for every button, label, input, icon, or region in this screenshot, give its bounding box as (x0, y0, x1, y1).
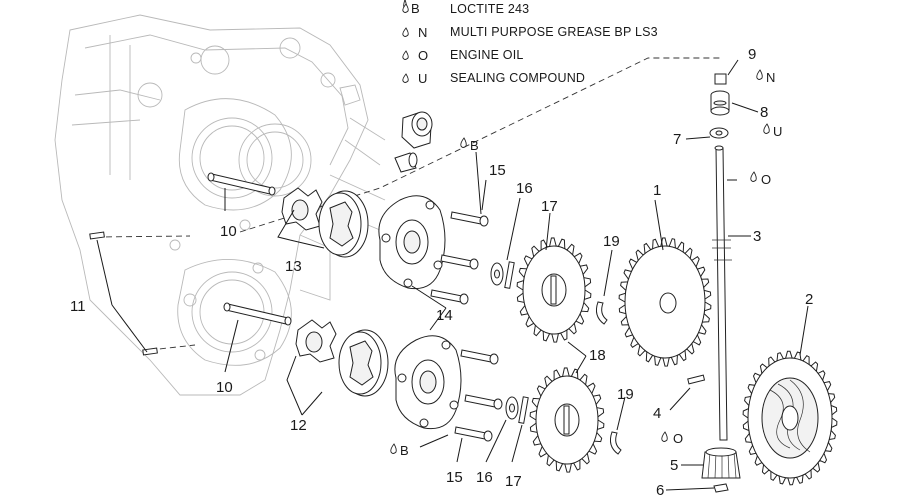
callout-17: 17 (541, 198, 558, 215)
svg-text:O: O (761, 172, 771, 187)
part-8-bushing (710, 90, 730, 116)
legend-row-u: U SEALING COMPOUND (402, 71, 585, 86)
shaft-lower (223, 302, 292, 326)
gear-lower (529, 367, 605, 473)
callout-15: 15 (446, 469, 463, 486)
legend-label: MULTI PURPOSE GREASE BP LS3 (450, 25, 658, 39)
part-4-pin (687, 374, 706, 385)
callout-9: 9 (748, 46, 756, 63)
part-6-clip (713, 483, 729, 493)
legend-row-o: O ENGINE OIL (402, 48, 524, 63)
drop-icon: N (756, 69, 775, 85)
part-9-cap (714, 73, 727, 85)
callout-16: 16 (516, 180, 533, 197)
callout-18: 18 (589, 347, 606, 364)
circlip (596, 301, 622, 455)
callout-14: 14 (436, 307, 453, 324)
part-5-pinion (701, 447, 741, 479)
legend-row-b: B LOCTITE 243 (402, 0, 529, 16)
callout-19: 19 (603, 233, 620, 250)
gear-drive-2 (742, 350, 838, 486)
svg-text:U: U (773, 124, 782, 139)
drop-icon: B (390, 443, 409, 458)
callout-4: 4 (653, 405, 661, 422)
legend-code: B (411, 1, 420, 16)
screws-lower (454, 349, 503, 442)
legend-row-n: N MULTI PURPOSE GREASE BP LS3 (402, 25, 658, 40)
svg-text:O: O (673, 431, 683, 446)
callout-10: 10 (220, 223, 237, 240)
pump-cover-upper (378, 195, 446, 290)
callouts: 9 8 7 1 3 2 4 5 6 10 10 11 12 13 14 15 1… (70, 46, 813, 499)
svg-text:N: N (766, 70, 775, 85)
inner-rotor-lower (295, 319, 337, 363)
drop-icon: B (460, 137, 479, 153)
legend-code: N (418, 25, 427, 40)
legend-code: U (418, 71, 427, 86)
drop-icon: O (661, 431, 683, 446)
leader-lines (96, 59, 809, 491)
shaft-upper (207, 172, 276, 196)
pump-cover-lower (394, 335, 462, 430)
callout-7: 7 (673, 131, 681, 148)
dowel-pin (89, 231, 158, 356)
callout-13: 13 (285, 258, 302, 275)
outer-rotor-lower (338, 329, 389, 397)
callout-15: 15 (489, 162, 506, 179)
outer-rotor-upper (318, 190, 369, 258)
callout-5: 5 (670, 457, 678, 474)
washer-upper (490, 261, 515, 289)
callout-19: 19 (617, 386, 634, 403)
callout-12: 12 (290, 417, 307, 434)
legend-label: ENGINE OIL (450, 48, 524, 62)
bush-part (394, 111, 433, 173)
gear-large-1 (618, 237, 712, 367)
svg-text:B: B (400, 443, 409, 458)
drop-icon: U (763, 123, 782, 139)
callout-3: 3 (753, 228, 761, 245)
inner-rotor-upper (281, 187, 323, 231)
legend: B LOCTITE 243 N MULTI PURPOSE GREASE BP … (402, 0, 658, 86)
callout-11: 11 (70, 298, 86, 315)
legend-label: SEALING COMPOUND (450, 71, 585, 85)
svg-text:B: B (470, 138, 479, 153)
drop-icon: O (750, 171, 771, 187)
gear-upper (516, 237, 592, 343)
callout-10: 10 (216, 379, 233, 396)
callout-8: 8 (760, 104, 768, 121)
part-7-washer (709, 127, 729, 139)
callout-1: 1 (653, 182, 661, 199)
washer-lower (505, 396, 529, 424)
callout-6: 6 (656, 482, 664, 497)
callout-16: 16 (476, 469, 493, 486)
screws-upper (430, 211, 489, 305)
pump-shaft (712, 145, 732, 441)
legend-label: LOCTITE 243 (450, 2, 529, 16)
callout-17: 17 (505, 473, 522, 490)
reference-line (149, 344, 196, 351)
callout-2: 2 (805, 291, 813, 308)
reference-line (95, 235, 191, 238)
lubricant-symbols: N U O O B B (390, 69, 782, 458)
legend-code: O (418, 48, 428, 63)
